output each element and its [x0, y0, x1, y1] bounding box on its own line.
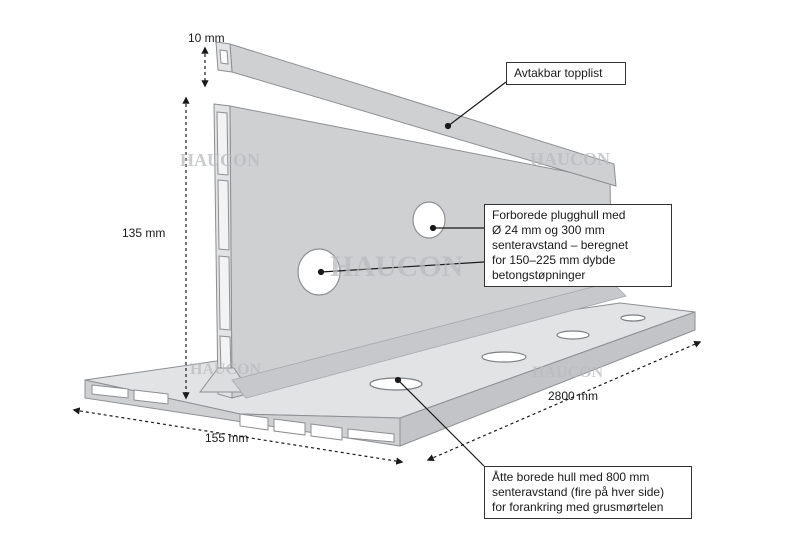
watermark: HAUCON — [530, 149, 610, 169]
watermark: HAUCON — [180, 150, 260, 170]
callout-line: senteravstand (fire på hver side) — [492, 485, 665, 499]
top-strip-slot — [219, 49, 229, 65]
wall-fillet — [231, 281, 627, 399]
callout-base-holes: Åtte borede hull med 800 mm senteravstan… — [484, 466, 692, 519]
callout-line: for forankring med grusmørtelen — [492, 500, 664, 514]
wall-chambers — [216, 111, 232, 373]
dimension-top-height: 10 mm — [188, 31, 225, 45]
dimension-wall-height: 135 mm — [122, 226, 166, 240]
dimension-length: 2800 mm — [548, 389, 599, 403]
callout-plug-holes: Forborede plugghull med Ø 24 mm og 300 m… — [484, 204, 672, 287]
watermark: HAUCON — [330, 250, 464, 283]
callout-line: betongstøpninger — [492, 268, 586, 282]
watermark: HAUCON — [190, 361, 262, 378]
dimension-lines — [72, 46, 702, 465]
callout-line: Forborede plugghull med — [492, 208, 626, 222]
plug-hole-upper — [412, 201, 446, 239]
dimension-base-width: 155 mm — [205, 431, 249, 445]
leader-lines — [317, 81, 507, 467]
callout-top-strip: Avtakbar topplist — [506, 62, 626, 85]
watermark: HAUCON — [532, 364, 604, 381]
callout-line: senteravstand – beregnet — [492, 238, 629, 252]
callout-line: Ø 24 mm og 300 mm — [492, 223, 605, 237]
callout-top-strip-text: Avtakbar topplist — [514, 66, 603, 80]
callout-line: Åtte borede hull med 800 mm — [492, 470, 650, 484]
callout-line: for 150–225 mm dybde — [492, 253, 616, 267]
